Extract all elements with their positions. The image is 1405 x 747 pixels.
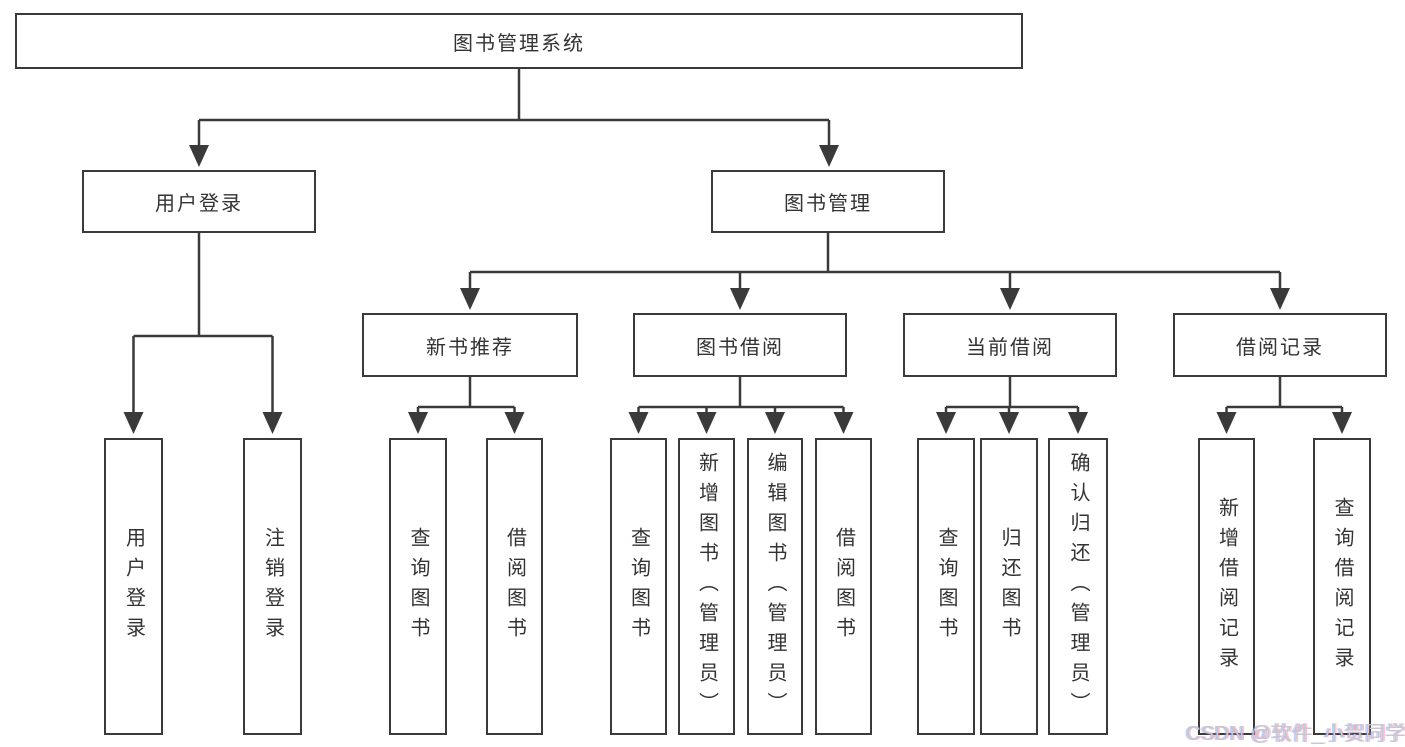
node-label: 用户登录 xyxy=(122,526,145,647)
node-label: 图书借阅 xyxy=(696,336,784,359)
node-label: 当前借阅 xyxy=(966,336,1054,359)
connector-path xyxy=(132,69,1344,414)
leaf-edit-book-admin: 编辑图书（管理员） xyxy=(747,438,803,735)
node-library-management-system: 图书管理系统 xyxy=(15,13,1023,69)
node-borrowing-records: 借阅记录 xyxy=(1173,313,1387,377)
node-label: 新增图书（管理员） xyxy=(695,451,718,722)
leaf-return-books: 归还图书 xyxy=(980,438,1038,735)
leaf-query-books: 查询图书 xyxy=(389,438,447,735)
leaf-logout: 注销登录 xyxy=(243,438,302,735)
node-label: 归还图书 xyxy=(998,526,1020,647)
node-label: 用户登录 xyxy=(155,193,243,215)
node-label: 图书管理 xyxy=(784,193,872,215)
node-label: 确认归还（管理员） xyxy=(1067,451,1089,722)
node-label: 查询借阅记录 xyxy=(1331,496,1353,677)
arrowheads xyxy=(123,145,1352,434)
node-label: 借阅记录 xyxy=(1236,336,1324,359)
leaf-user-login: 用户登录 xyxy=(104,438,163,735)
node-current-borrowing: 当前借阅 xyxy=(903,313,1117,377)
csdn-watermark: CSDN @软件_小贺同学 xyxy=(1186,723,1405,745)
node-label: 借阅图书 xyxy=(832,526,855,647)
node-label: 查询图书 xyxy=(407,526,429,647)
leaf-add-book-admin: 新增图书（管理员） xyxy=(678,438,735,735)
node-label: 编辑图书（管理员） xyxy=(764,451,786,722)
node-label: 查询图书 xyxy=(627,526,650,647)
node-book-management: 图书管理 xyxy=(711,170,945,233)
leaf-borrow-books: 借阅图书 xyxy=(815,438,872,735)
leaf-confirm-return-admin: 确认归还（管理员） xyxy=(1048,438,1108,735)
node-label: 借阅图书 xyxy=(503,526,526,647)
node-label: 图书管理系统 xyxy=(453,32,585,55)
node-label: 查询图书 xyxy=(935,526,957,647)
node-label: 注销登录 xyxy=(261,526,284,647)
leaf-query-borrow-record: 查询借阅记录 xyxy=(1313,438,1371,735)
node-label: 新增借阅记录 xyxy=(1215,496,1238,677)
node-user-login: 用户登录 xyxy=(82,170,316,233)
node-book-borrowing: 图书借阅 xyxy=(633,313,847,377)
leaf-add-borrow-record: 新增借阅记录 xyxy=(1198,438,1255,735)
leaf-query-books: 查询图书 xyxy=(610,438,667,735)
leaf-borrow-books: 借阅图书 xyxy=(486,438,543,735)
node-label: 新书推荐 xyxy=(426,336,514,359)
node-new-book-recommendation: 新书推荐 xyxy=(362,313,578,377)
leaf-query-books: 查询图书 xyxy=(917,438,975,735)
